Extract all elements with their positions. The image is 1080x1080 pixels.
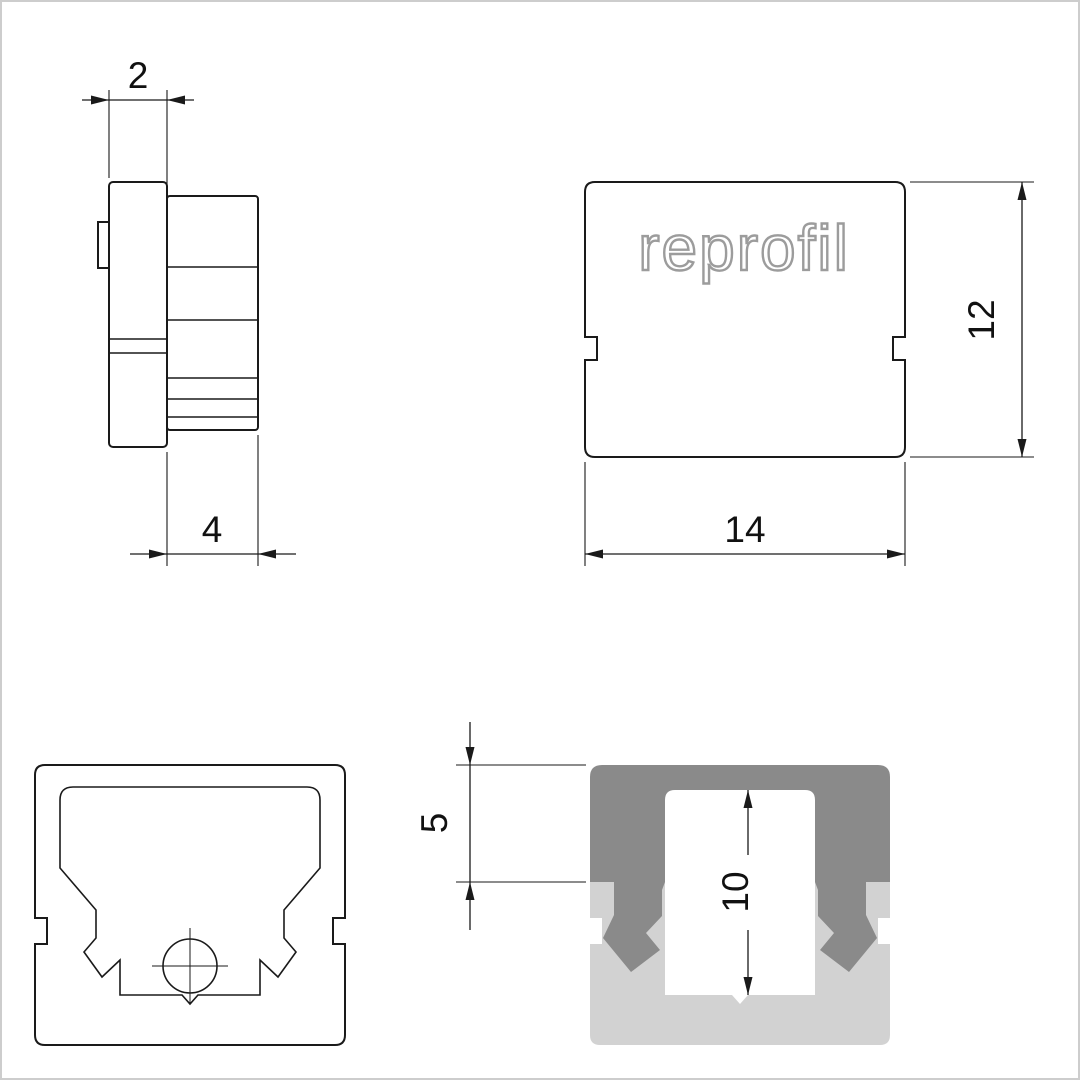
arrowhead-bottom: [465, 882, 475, 900]
extension-lines: [108, 90, 168, 192]
arrowhead-right: [167, 95, 185, 105]
dim-label-cap-width: 14: [724, 509, 765, 550]
screw-hole-crosshair: [152, 928, 228, 1004]
side-tab-outline: [97, 221, 110, 269]
extension-lines: [166, 435, 259, 566]
view-inner-face: [34, 764, 346, 1046]
inner-face-outer-outline: [34, 764, 346, 1046]
arrowhead-left: [149, 549, 167, 559]
side-body-outline: [166, 195, 259, 431]
arrowhead-top: [1017, 182, 1027, 200]
end-cap-section-shape: [590, 765, 890, 972]
arrowhead-left: [585, 549, 603, 559]
dimension-channel-height: 10: [715, 790, 756, 995]
side-flange-outline: [108, 181, 168, 448]
view-front: reprofil 12 14: [584, 181, 1034, 566]
front-face-outline: [584, 181, 906, 458]
channel-cavity-shape: [665, 882, 815, 1004]
extension-lines: [584, 462, 906, 566]
dimension-cap-depth: 4: [130, 435, 296, 566]
arrowhead-top: [465, 747, 475, 765]
dim-label-flange-thickness: 2: [128, 55, 149, 96]
dim-label-channel-height: 10: [715, 871, 756, 912]
side-flange-segment-lines: [109, 338, 167, 354]
arrowhead-left: [91, 95, 109, 105]
view-side: 2 4: [82, 55, 296, 566]
dimension-cap-width: 14: [584, 462, 906, 566]
dimension-cap-lip-height: 5: [414, 722, 586, 930]
view-section: 5 10: [414, 722, 890, 1045]
arrowhead-right: [258, 549, 276, 559]
extension-lines: [456, 764, 586, 883]
extension-lines: [910, 181, 1034, 458]
dimension-flange-thickness: 2: [82, 55, 194, 192]
inner-face-plug-contour: [59, 786, 321, 1006]
dim-label-cap-depth: 4: [202, 509, 223, 550]
brand-logo-text: reprofil: [638, 212, 850, 284]
side-body-segment-lines: [167, 266, 258, 418]
dim-label-cap-height: 12: [961, 299, 1002, 340]
arrowhead-right: [887, 549, 905, 559]
arrowhead-bottom: [1017, 439, 1027, 457]
dimension-cap-height: 12: [910, 181, 1034, 458]
dim-label-cap-lip-height: 5: [414, 813, 455, 834]
arrowhead-bottom: [743, 977, 753, 995]
arrowhead-top: [743, 790, 753, 808]
